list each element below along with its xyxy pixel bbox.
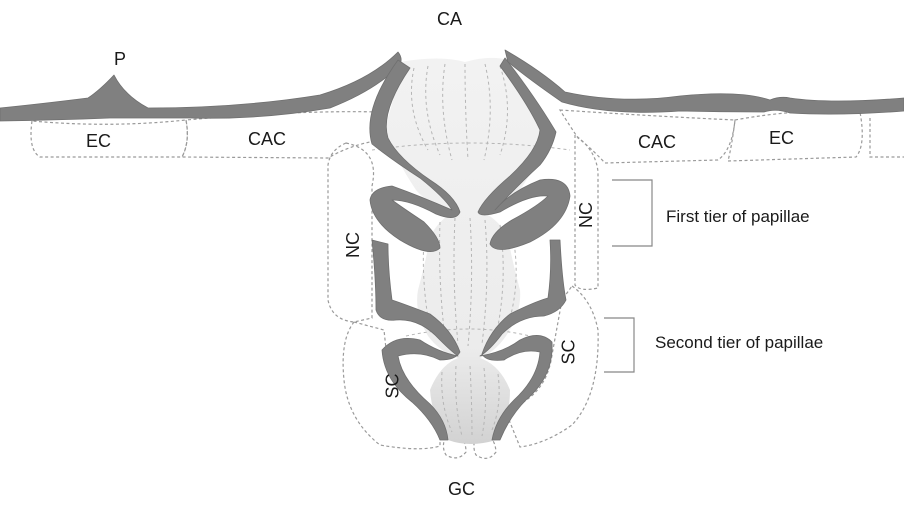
label-ec-left: EC <box>86 132 111 150</box>
label-sc-left: SC <box>384 373 402 398</box>
cuticle-right <box>505 50 904 114</box>
epidermal-cell-right <box>728 111 862 161</box>
first-tier-bracket <box>612 180 652 246</box>
label-sc-right: SC <box>560 339 578 364</box>
label-first-tier: First tier of papillae <box>666 208 810 225</box>
label-cac-right: CAC <box>638 133 676 151</box>
cuticle-left <box>0 52 401 121</box>
second-tier-bracket <box>604 318 634 372</box>
label-gc: GC <box>448 480 475 498</box>
label-cac-left: CAC <box>248 130 286 148</box>
label-second-tier: Second tier of papillae <box>655 334 823 351</box>
label-ec-right: EC <box>769 129 794 147</box>
label-p: P <box>114 50 126 68</box>
label-nc-left: NC <box>344 232 362 258</box>
epidermal-cell-edge <box>870 118 904 157</box>
label-ca: CA <box>437 10 462 28</box>
label-nc-right: NC <box>577 202 595 228</box>
